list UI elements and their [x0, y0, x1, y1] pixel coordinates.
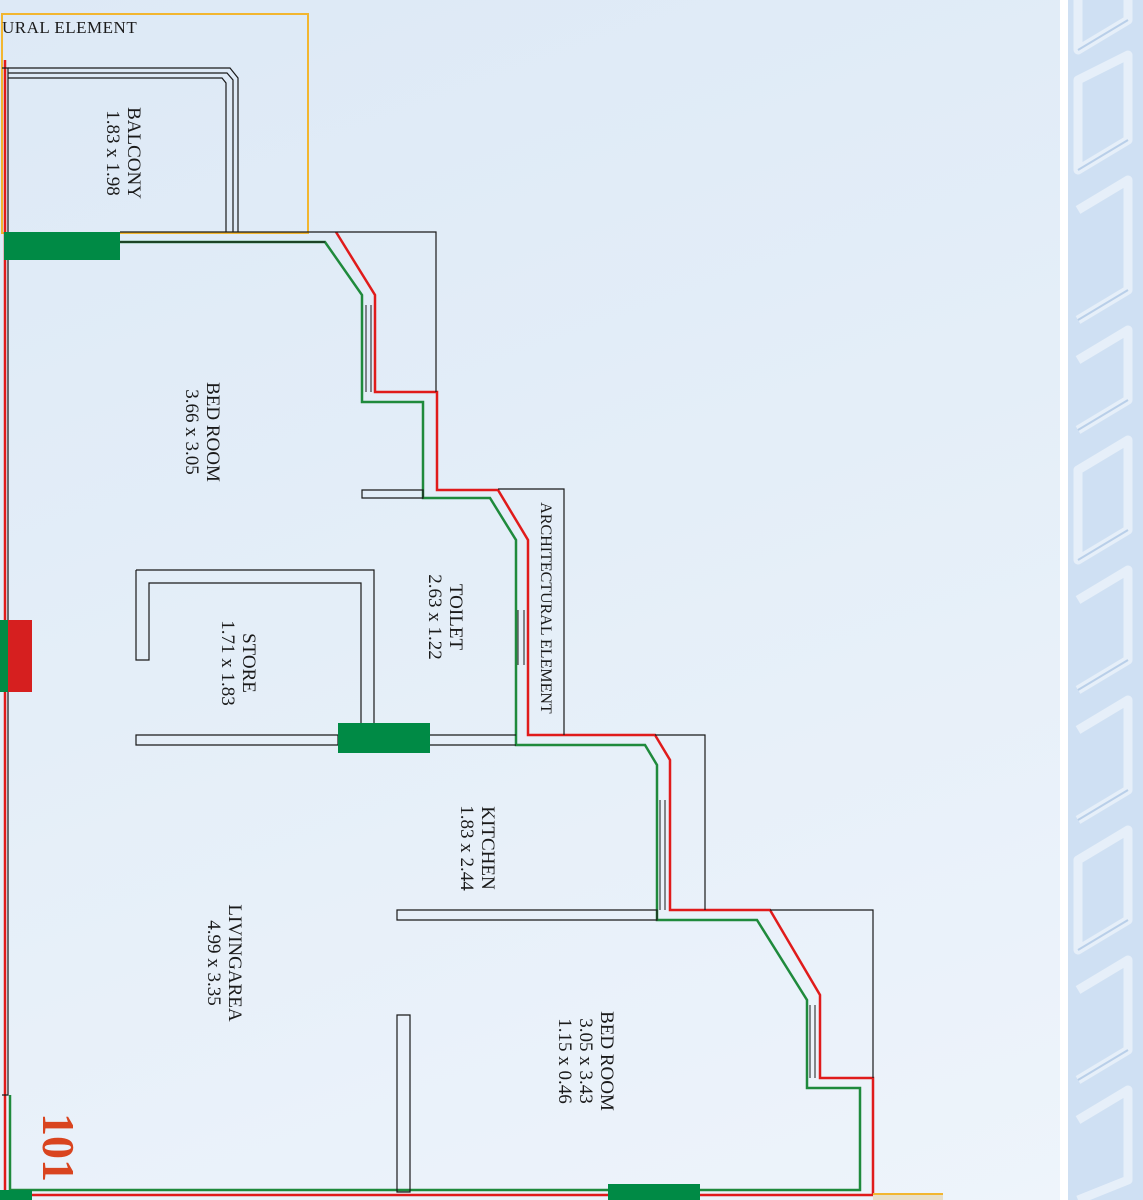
room-name: TOILET — [445, 583, 466, 651]
room-label-store: STORE 1.71 x 1.83 — [213, 608, 259, 718]
architectural-element-label: ARCHITECTURAL ELEMENT — [534, 488, 556, 728]
room-label-bedroom-2: BED ROOM 3.05 x 3.43 1.15 x 0.46 — [549, 1001, 617, 1121]
room-name: BED ROOM — [596, 1011, 617, 1111]
room-dims: 3.66 x 3.05 — [181, 389, 202, 475]
inner-boundary-line — [8, 240, 862, 1192]
room-label-kitchen: KITCHEN 1.83 x 2.44 — [452, 793, 498, 903]
left-window-inner — [0, 620, 8, 692]
room-label-living-area: LIVINGAREA 4.99 x 3.35 — [199, 898, 245, 1028]
bottom-left-window — [0, 1190, 32, 1200]
room-name: BED ROOM — [202, 382, 223, 482]
room-dims: 1.71 x 1.83 — [217, 620, 238, 706]
room-dims: 3.05 x 3.43 — [575, 1018, 596, 1104]
interior-walls — [2, 67, 943, 1196]
room-label-balcony: BALCONY 1.83 x 1.98 — [98, 98, 144, 208]
balcony-door — [4, 232, 120, 260]
panel-divider — [1060, 0, 1068, 1200]
room-name: LIVINGAREA — [224, 904, 245, 1022]
balcony-highlight-box — [1, 13, 309, 234]
room-dims: 4.99 x 3.35 — [203, 920, 224, 1006]
room-dims-secondary: 1.15 x 0.46 — [554, 1018, 575, 1104]
decorative-side-panel — [1068, 0, 1143, 1200]
bottom-right-marker-inner — [873, 1195, 943, 1200]
room-dims: 1.83 x 1.98 — [102, 110, 123, 196]
architectural-element-text: ARCHITECTURAL ELEMENT — [537, 502, 554, 714]
window-frames — [365, 305, 816, 1078]
outer-boundary-line — [3, 60, 875, 1197]
room-dims: 1.83 x 2.44 — [456, 805, 477, 891]
floor-plan — [0, 13, 943, 1200]
room-label-toilet: TOILET 2.63 x 1.22 — [420, 562, 466, 672]
top-banner-label: URAL ELEMENT — [2, 18, 138, 37]
unit-number: 101 — [33, 1113, 84, 1182]
room-name: STORE — [238, 633, 259, 693]
room-dims: 2.63 x 1.22 — [424, 574, 445, 660]
store-door — [338, 723, 430, 753]
room-name: BALCONY — [123, 107, 144, 199]
room-name: KITCHEN — [477, 806, 498, 890]
balcony-railing — [8, 67, 239, 232]
room-label-bedroom-1: BED ROOM 3.66 x 3.05 — [177, 372, 223, 492]
entrance-door — [608, 1184, 700, 1200]
